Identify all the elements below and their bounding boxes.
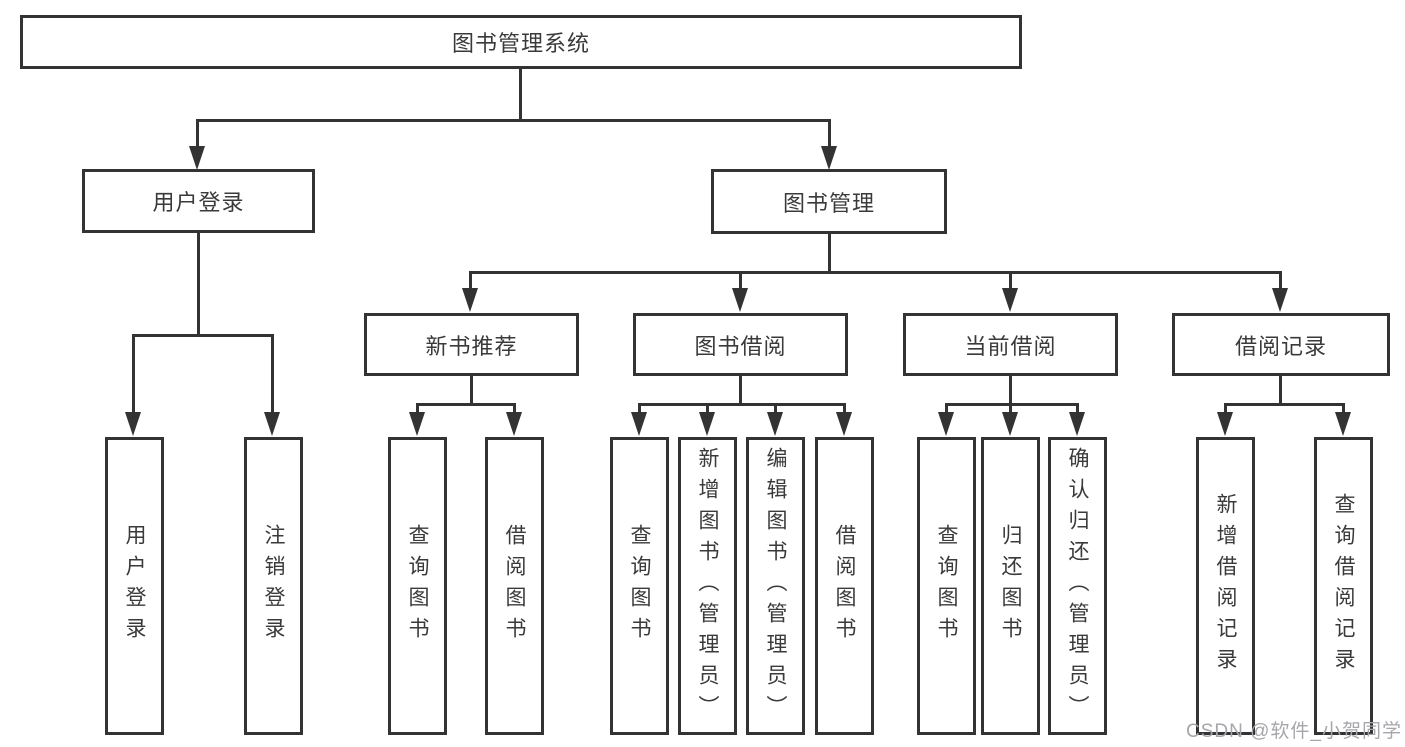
arrow-down-icon: [189, 146, 205, 170]
node-book-management: 图书管理: [711, 169, 947, 234]
leaf-borrow-book-recommend: 借阅图书: [485, 437, 544, 735]
leaf-logout: 注销登录: [244, 437, 303, 735]
leaf-query-book-recommend: 查询图书: [388, 437, 447, 735]
leaf-query-borrow-record: 查询借阅记录: [1314, 437, 1373, 735]
connector-line: [1279, 271, 1282, 291]
arrow-down-icon: [938, 412, 954, 436]
node-borrow-record: 借阅记录: [1172, 313, 1390, 376]
connector-line: [133, 334, 274, 337]
connector-line: [638, 403, 846, 406]
arrow-down-icon: [409, 412, 425, 436]
node-user-login: 用户登录: [82, 169, 315, 233]
connector-line: [739, 376, 742, 405]
connector-line: [638, 403, 641, 415]
connector-line: [945, 403, 948, 415]
connector-line: [1224, 403, 1227, 415]
leaf-user-login: 用户登录: [105, 437, 164, 735]
leaf-query-book-borrow: 查询图书: [610, 437, 669, 735]
connector-line: [416, 403, 516, 406]
arrow-down-icon: [821, 146, 837, 170]
arrow-down-icon: [1002, 412, 1018, 436]
csdn-watermark: CSDN @软件_小贺同学: [1186, 721, 1402, 742]
connector-line: [1224, 403, 1345, 406]
connector-line: [470, 376, 473, 405]
node-new-book-recommend: 新书推荐: [364, 313, 579, 376]
arrow-down-icon: [631, 412, 647, 436]
connector-line: [1009, 403, 1012, 415]
connector-line: [945, 403, 1079, 406]
arrow-down-icon: [1069, 412, 1085, 436]
connector-line: [828, 119, 831, 148]
node-root: 图书管理系统: [20, 15, 1022, 69]
node-book-borrow: 图书借阅: [633, 313, 848, 376]
arrow-down-icon: [1002, 288, 1018, 312]
leaf-return-book: 归还图书: [981, 437, 1040, 735]
connector-line: [271, 334, 274, 413]
leaf-add-book-admin: 新增图书（管理员）: [678, 437, 737, 735]
connector-line: [513, 403, 516, 415]
connector-line: [1279, 376, 1282, 405]
leaf-confirm-return-admin: 确认归还（管理员）: [1048, 437, 1107, 735]
connector-line: [132, 334, 135, 413]
connector-line: [416, 403, 419, 415]
leaf-add-borrow-record: 新增借阅记录: [1196, 437, 1255, 735]
connector-line: [519, 69, 522, 122]
connector-line: [706, 403, 709, 415]
arrow-down-icon: [836, 412, 852, 436]
arrow-down-icon: [462, 288, 478, 312]
arrow-down-icon: [125, 412, 141, 436]
connector-line: [197, 119, 831, 122]
connector-line: [828, 234, 831, 273]
arrow-down-icon: [1335, 412, 1351, 436]
connector-line: [469, 271, 472, 291]
leaf-borrow-book: 借阅图书: [815, 437, 874, 735]
arrow-down-icon: [699, 412, 715, 436]
arrow-down-icon: [1217, 412, 1233, 436]
connector-line: [1342, 403, 1345, 415]
connector-line: [196, 119, 199, 148]
leaf-query-book-current: 查询图书: [917, 437, 976, 735]
connector-line: [843, 403, 846, 415]
arrow-down-icon: [1272, 288, 1288, 312]
connector-line: [1009, 271, 1012, 291]
connector-line: [1076, 403, 1079, 415]
leaf-edit-book-admin: 编辑图书（管理员）: [746, 437, 805, 735]
arrow-down-icon: [767, 412, 783, 436]
connector-line: [739, 271, 742, 291]
arrow-down-icon: [732, 288, 748, 312]
connector-line: [1009, 376, 1012, 405]
connector-line: [197, 233, 200, 336]
connector-line: [470, 271, 1281, 274]
arrow-down-icon: [264, 412, 280, 436]
node-current-borrow: 当前借阅: [903, 313, 1118, 376]
arrow-down-icon: [506, 412, 522, 436]
connector-line: [774, 403, 777, 415]
